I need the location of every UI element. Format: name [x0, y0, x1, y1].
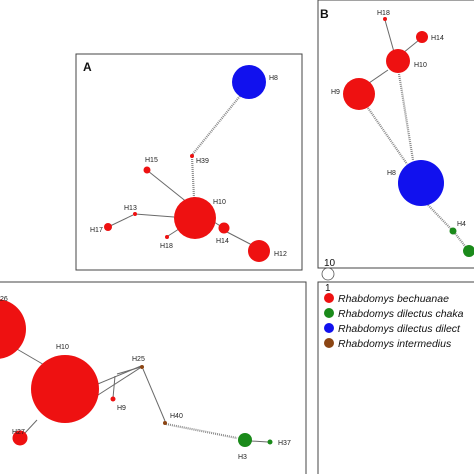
edge-h8-h39 — [191, 95, 241, 156]
label-b-h9: H9 — [331, 89, 340, 96]
panel-b-letter: B — [320, 7, 329, 21]
edge-h8-h4-b — [427, 204, 453, 231]
label-c-h10: H10 — [56, 344, 69, 351]
legend-label-intermedius: Rhabdomys intermedius — [338, 338, 452, 350]
edge-c-h9-node — [112, 375, 116, 399]
node-h39 — [190, 154, 194, 158]
label-c-h9: H9 — [117, 405, 126, 412]
node-c-h3 — [238, 433, 252, 447]
legend-swatch-dilectus — [324, 323, 334, 333]
node-b-h10 — [386, 49, 410, 73]
legend-frame — [317, 281, 474, 474]
legend-size-min-label: 1 — [325, 283, 331, 294]
legend-label-chakae: Rhabdomys dilectus chaka — [338, 308, 464, 320]
legend-swatch-chakae — [324, 308, 334, 318]
edge-h14-h12 — [226, 231, 253, 246]
node-b-h18 — [383, 17, 387, 21]
node-b-h4 — [449, 227, 457, 235]
label-a-h39: H39 — [196, 158, 209, 165]
node-h17 — [104, 223, 112, 231]
label-b-h10: H10 — [414, 62, 427, 69]
legend-size-max-label: 10 — [324, 258, 336, 269]
label-a-h15: H15 — [145, 157, 158, 164]
panel-c-frame — [0, 281, 307, 474]
node-h12 — [248, 240, 270, 262]
edge-h13-h10 — [134, 213, 175, 218]
label-c-h37: H37 — [278, 440, 291, 447]
node-h15 — [143, 166, 151, 174]
edge-h14-h10-b — [402, 39, 420, 54]
edge-h18-h10-b — [384, 19, 395, 53]
label-c-h27: H27 — [12, 429, 25, 436]
edge-c-h25-h40 — [142, 368, 166, 422]
edge-h17-h13 — [107, 214, 134, 228]
label-a-h12: H12 — [274, 251, 287, 258]
node-h8 — [232, 65, 266, 99]
edge-c-h10-h27 — [23, 419, 38, 435]
label-a-h13: H13 — [124, 205, 137, 212]
node-b-h9 — [343, 78, 375, 110]
node-b-h8 — [398, 160, 444, 206]
label-a-h17: H17 — [90, 227, 103, 234]
node-c-h26 — [0, 299, 26, 359]
edge-h39-h10 — [190, 156, 196, 199]
label-c-h26: 26 — [0, 296, 8, 303]
edge-h10-h8-b — [397, 73, 415, 161]
node-c-h40 — [163, 421, 167, 425]
node-c-h9 — [110, 396, 116, 402]
node-b-h14 — [416, 31, 428, 43]
node-c-h25 — [140, 365, 144, 369]
edge-c-h3-h37 — [250, 440, 269, 443]
node-c-h37 — [267, 439, 273, 445]
legend-label-dilectus: Rhabdomys dilectus dilect — [338, 323, 461, 335]
label-b-h8: H8 — [387, 170, 396, 177]
edge-c-h40-h3 — [165, 422, 238, 440]
node-c-h27 — [12, 430, 28, 446]
edge-h10-h9-b — [368, 69, 389, 84]
label-c-h25: H25 — [132, 356, 145, 363]
node-h18 — [165, 235, 169, 239]
label-a-h18: H18 — [160, 243, 173, 250]
node-b-green-partial — [463, 245, 474, 257]
label-b-h14: H14 — [431, 35, 444, 42]
panel-a-letter: A — [83, 60, 92, 74]
panel-b-frame — [317, 0, 474, 269]
label-c-h40: H40 — [170, 413, 183, 420]
label-a-h8: H8 — [269, 75, 278, 82]
node-h13 — [133, 212, 137, 216]
legend-swatch-bechuanae — [324, 293, 334, 303]
label-b-h4: H4 — [457, 221, 466, 228]
node-h10 — [174, 197, 216, 239]
edge-c-h10-h25b — [97, 367, 141, 396]
edge-h9-h8-b — [367, 107, 408, 165]
edge-c-h25-h9 — [116, 366, 142, 375]
panel-a-frame — [75, 53, 303, 271]
label-b-h18: H18 — [377, 10, 390, 17]
legend-label-bechuanae: Rhabdomys bechuanae — [338, 293, 449, 305]
legend-size-max-circle — [321, 267, 335, 281]
label-a-h14: H14 — [216, 238, 229, 245]
node-h14 — [218, 222, 230, 234]
edge-h15-h10 — [147, 170, 189, 204]
label-a-h10: H10 — [213, 199, 226, 206]
legend-swatch-intermedius — [324, 338, 334, 348]
node-c-h10 — [31, 355, 99, 423]
label-c-h3: H3 — [238, 454, 247, 461]
